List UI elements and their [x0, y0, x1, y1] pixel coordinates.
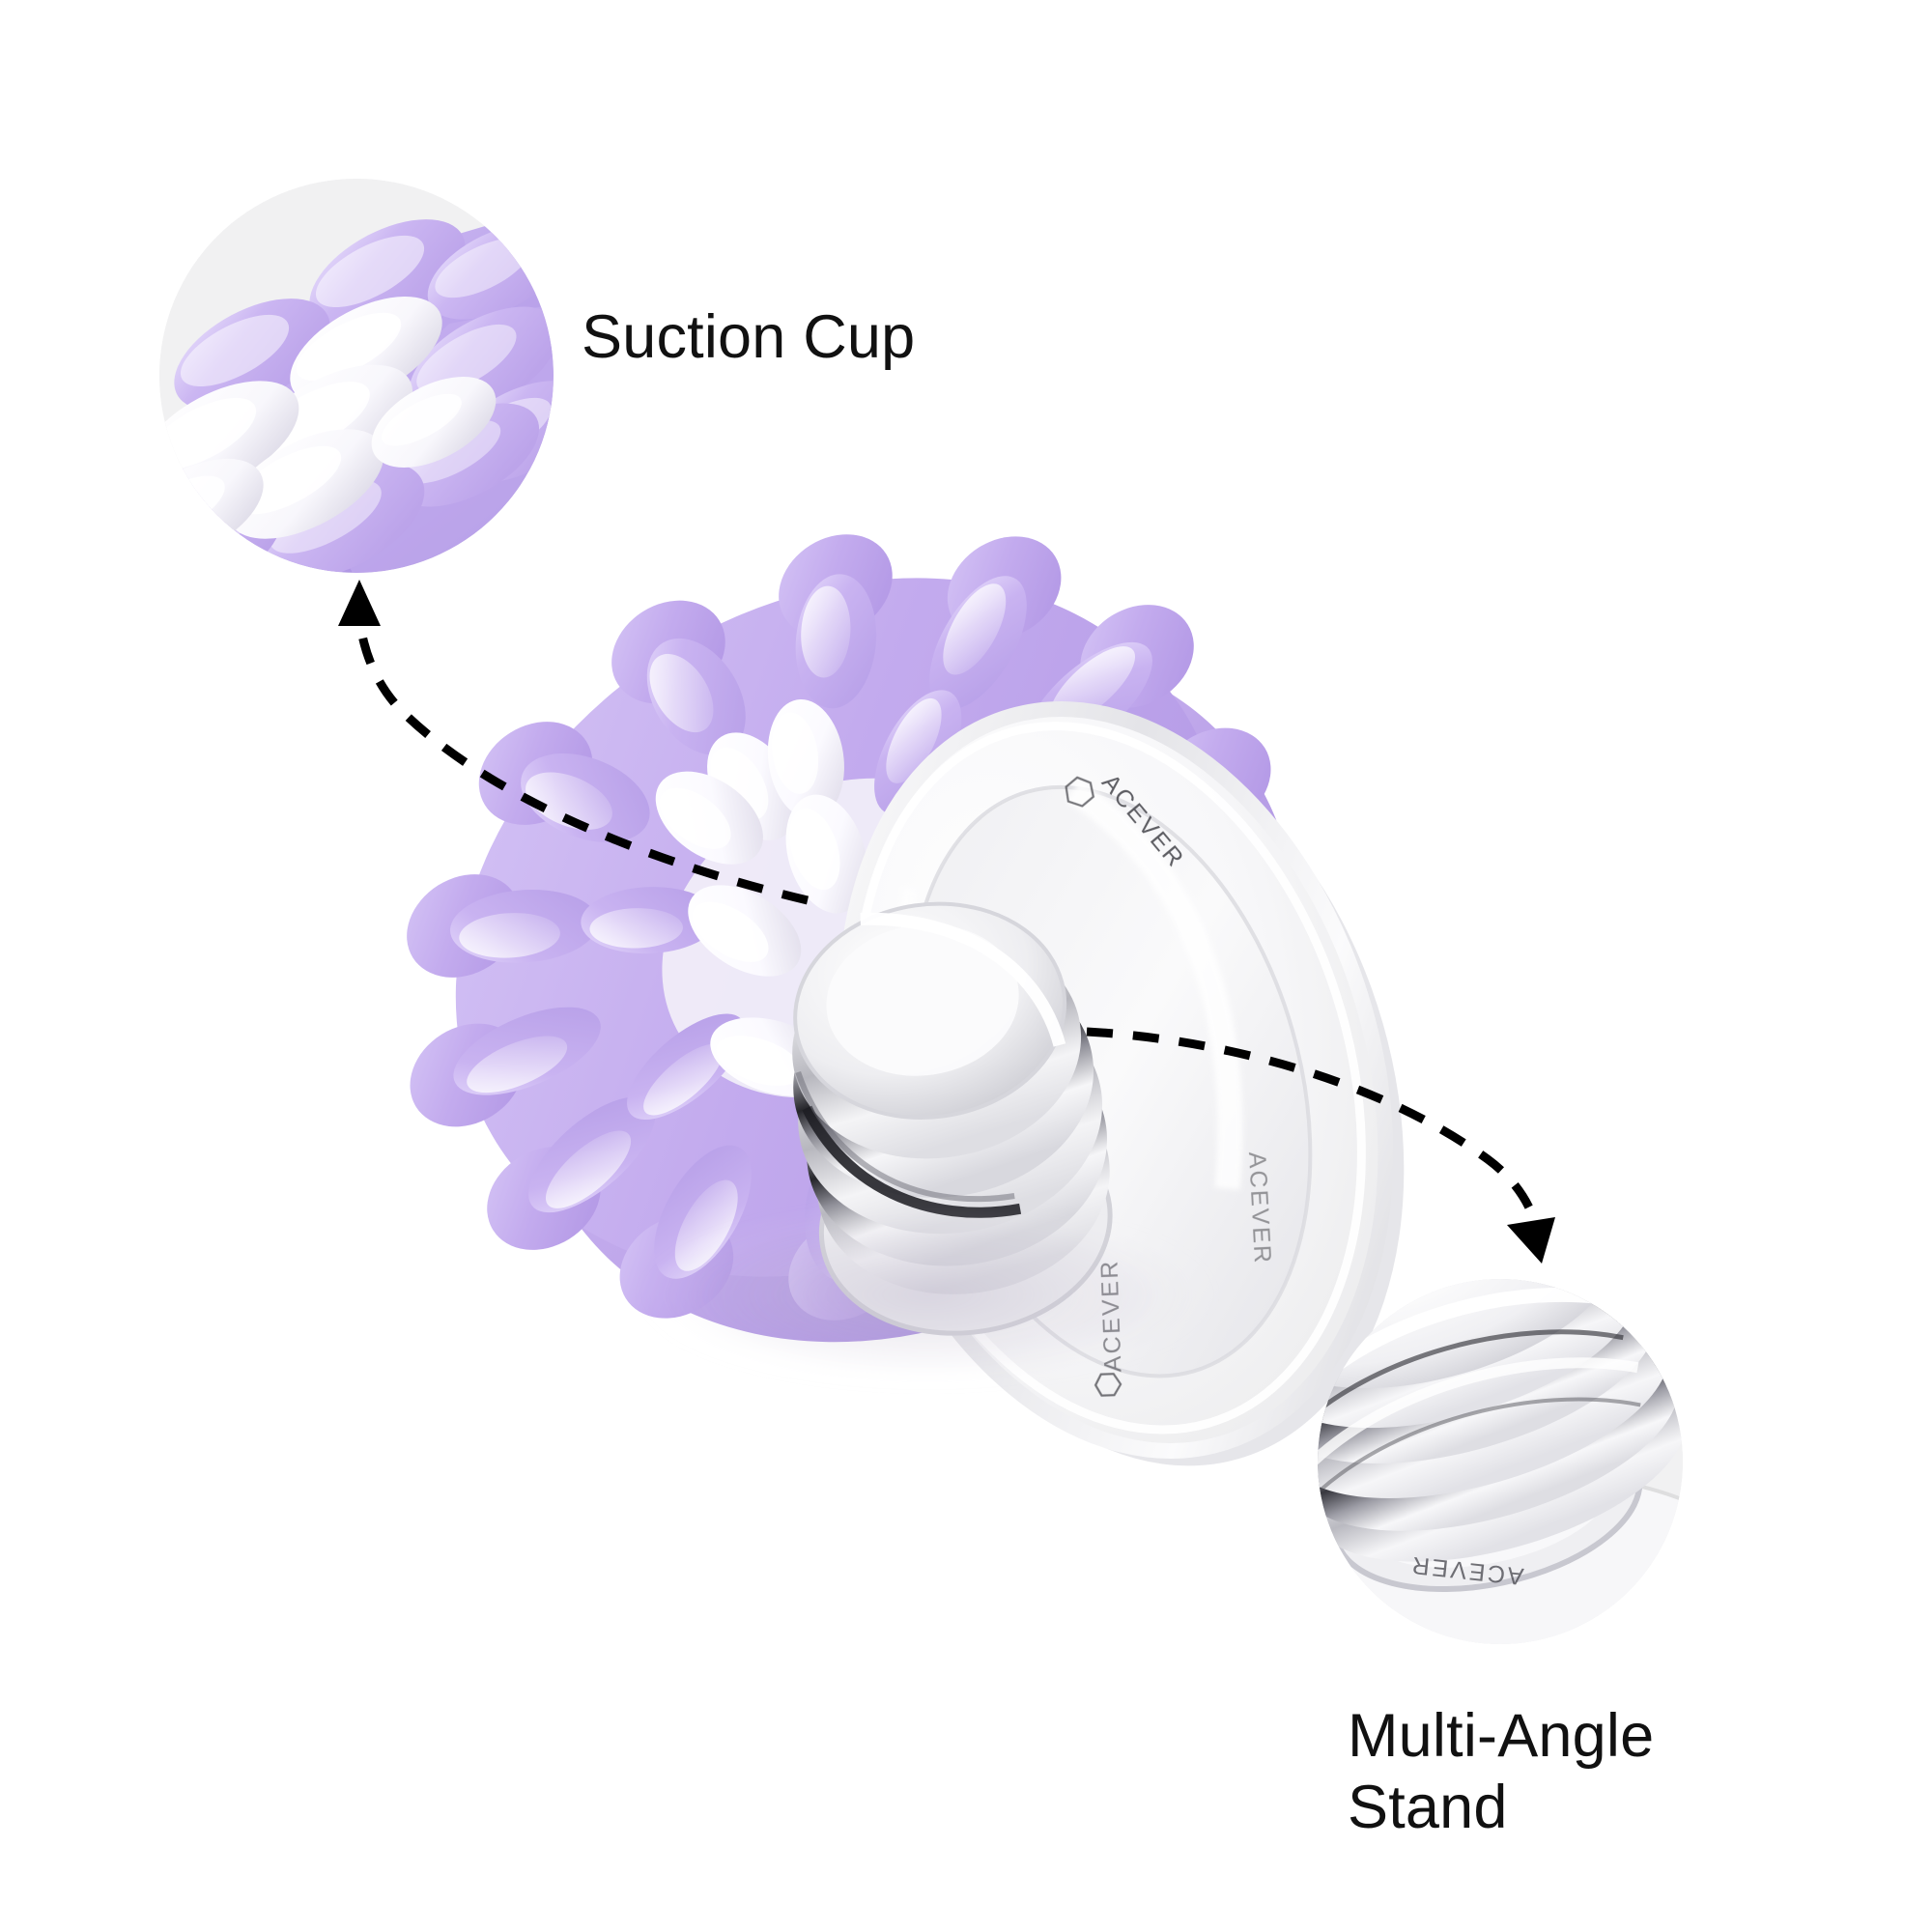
arrow-to-suction-cup [338, 580, 810, 905]
detail-bubble-multi-angle-stand: ACEVER [1318, 1279, 1683, 1644]
stand-closeup: ACEVER [1318, 1279, 1683, 1644]
callout-label-suction-cup: Suction Cup [582, 303, 916, 371]
arrow-to-multi-angle-stand [1086, 1027, 1555, 1264]
callout-label-multi-angle-stand: Multi-Angle Stand [1348, 1702, 1655, 1842]
